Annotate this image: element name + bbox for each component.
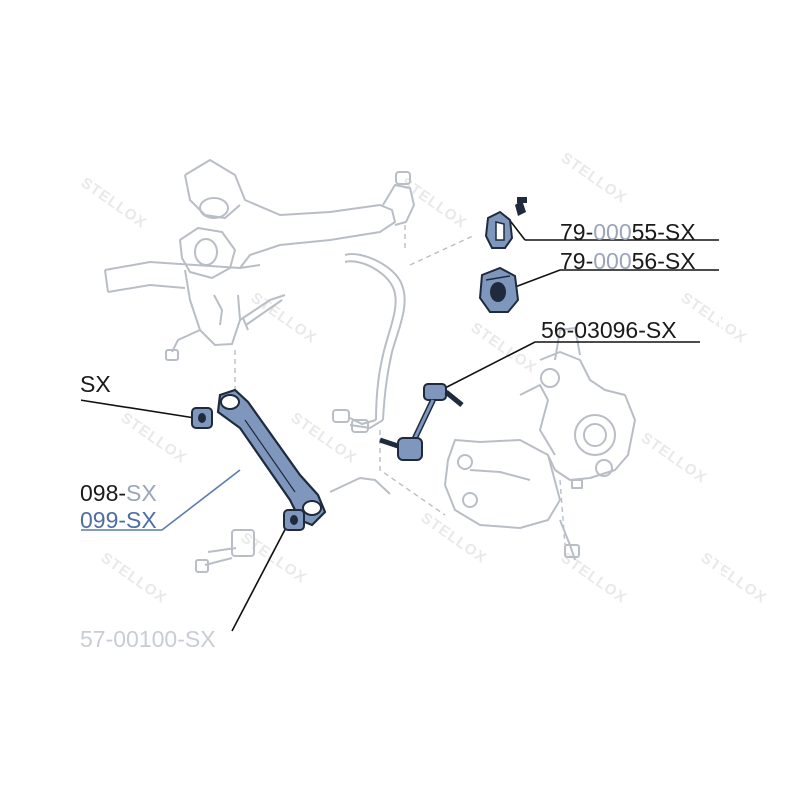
label-prefix: 79- [560, 248, 594, 274]
leader-099 [80, 469, 241, 531]
stabilizer-clamp [484, 197, 527, 249]
watermark-text: STELLOX [418, 509, 490, 567]
label-suffix: 56-SX [631, 248, 696, 274]
watermark-text: STELLOX [698, 549, 770, 607]
watermark-text: STELLOX [238, 529, 310, 587]
label-text: 57-00100-SX [80, 626, 216, 652]
watermark-text: STELLOX [98, 549, 170, 607]
arm-bushing-lower [283, 509, 305, 531]
watermark-text: STELLOX [468, 319, 540, 377]
leader-bottom [231, 519, 291, 632]
part-number-79-00055: 79-00055-SX [560, 221, 696, 244]
arm-bushing-upper [191, 407, 213, 429]
label-mid: 000 [593, 248, 632, 274]
stabilizer-bushing [478, 266, 520, 313]
label-mid: 000 [593, 219, 632, 245]
subframe [104, 159, 415, 361]
part-number-bottom: 57-00100-SX [80, 628, 216, 651]
part-number-79-00056: 79-00056-SX [560, 250, 696, 273]
leader-lines-blue [80, 469, 241, 531]
frame [79, 139, 721, 637]
label-text: SX [80, 371, 111, 397]
leader-56-03096 [444, 341, 700, 389]
part-number-56-03096: 56-03096-SX [541, 319, 677, 342]
leader-lines [79, 217, 720, 632]
part-number-left-top: SX [80, 373, 111, 396]
watermark-text: STELLOX [78, 174, 150, 232]
control-arm [216, 388, 327, 527]
watermark-text: STELLOX [638, 429, 710, 487]
label-text: 56-03096-SX [541, 317, 677, 343]
watermark-text: STELLOX [678, 289, 750, 347]
leader-79-00056 [514, 269, 720, 288]
leader-left-sx [79, 399, 196, 419]
assembly-lines [234, 225, 566, 546]
stabilizer-link [379, 383, 464, 461]
watermark-layer: STELLOX STELLOX STELLOX STELLOX STELLOX … [78, 149, 770, 607]
highlighted-parts [191, 197, 527, 531]
label-suffix: SX [126, 480, 157, 506]
watermark-text: STELLOX [558, 149, 630, 207]
part-number-left-mid-b: 099-SX [80, 509, 157, 532]
label-suffix: 55-SX [631, 219, 696, 245]
watermark-text: STELLOX [248, 289, 320, 347]
part-number-left-mid-a: 098-SX [80, 482, 157, 505]
watermark-text: STELLOX [118, 409, 190, 467]
stabilizer-bar [332, 253, 406, 433]
label-prefix: 79- [560, 219, 594, 245]
label-text: 099-SX [80, 507, 157, 533]
mounting-bracket [195, 476, 391, 573]
label-text: 098- [80, 480, 127, 506]
